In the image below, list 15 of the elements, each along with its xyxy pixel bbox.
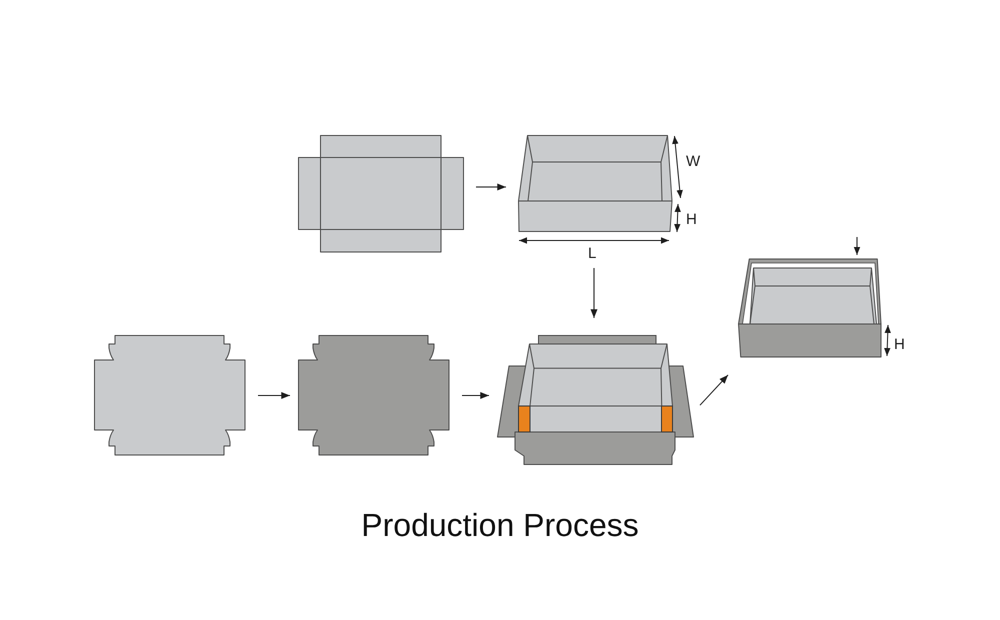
arrow: [476, 184, 506, 190]
tray-on-blank: [497, 335, 694, 465]
lidded-box: [738, 258, 882, 358]
arrow: [590, 268, 598, 318]
arrow: [258, 392, 290, 399]
arrow: [700, 374, 728, 406]
dimension-label: H: [686, 212, 697, 227]
arrow: [462, 392, 490, 399]
die-cut-blank: [94, 335, 246, 456]
dimension-label: H: [894, 337, 905, 352]
dimension-label: W: [686, 154, 700, 169]
caption: Production Process: [361, 509, 639, 541]
cross-shaped-blank: [298, 135, 464, 253]
dimension-label: L: [588, 246, 596, 261]
die-cut-blank: [298, 335, 450, 456]
